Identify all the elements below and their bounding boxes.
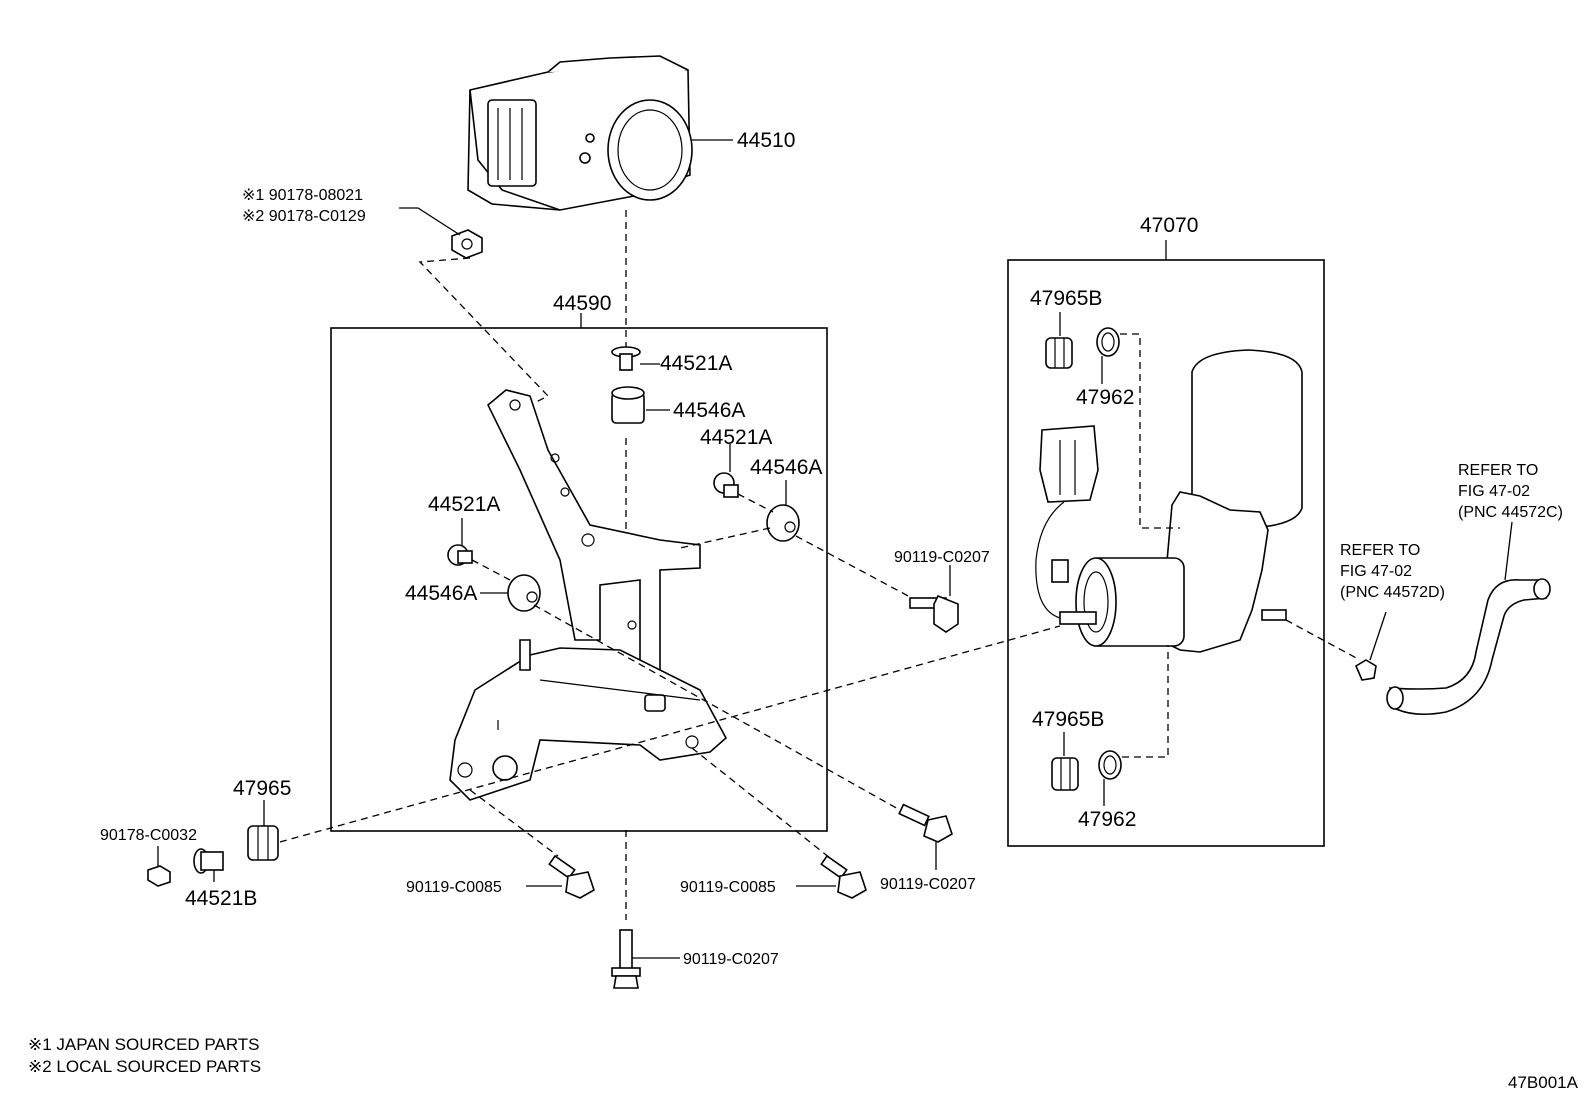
abs-actuator-part: [467, 55, 693, 211]
label-bolt-bottom-left: 90119-C0085: [406, 879, 502, 896]
figure-id: 47B001A: [1508, 1073, 1579, 1092]
label-refer-d-1: REFER TO: [1340, 542, 1420, 559]
label-bolt-mid-right: 90119-C0207: [894, 549, 990, 566]
nut-lower-part: [147, 865, 171, 887]
label-refer-d-3: (PNC 44572D): [1340, 584, 1445, 601]
label-pump-grommet-bottom: 47965B: [1032, 708, 1104, 731]
flange-nut-top-part: [451, 229, 483, 259]
pump-ring-top-part: [1096, 327, 1120, 357]
label-pump-grommet-top: 47965B: [1030, 287, 1102, 310]
grommet-top-part: [611, 386, 645, 424]
label-44590: 44590: [553, 292, 611, 315]
collar-right-part: [713, 472, 739, 498]
label-47070: 47070: [1140, 214, 1198, 237]
note-japan-sourced: ※1 JAPAN SOURCED PARTS: [28, 1035, 260, 1054]
grommet-right-part: [766, 504, 800, 542]
bolt-bottom-mid-part: [820, 854, 867, 899]
label-bolt-bottom-mid: 90119-C0085: [680, 879, 776, 896]
label-nut-japan: ※1 90178-08021: [242, 187, 363, 204]
bracket-part: [449, 389, 728, 801]
label-refer-c-2: FIG 47-02: [1458, 483, 1530, 500]
label-refer-c-1: REFER TO: [1458, 462, 1538, 479]
hose-clip-part: [1354, 659, 1377, 681]
collar-lower-part: [193, 848, 224, 874]
bracket-group-box: [330, 327, 828, 832]
label-grommet-right: 44546A: [750, 456, 822, 479]
pump-grommet-top-part: [1045, 337, 1073, 369]
pump-grommet-bottom-part: [1051, 757, 1079, 791]
collar-left-part: [447, 544, 473, 566]
label-bolt-bottom-right: 90119-C0207: [880, 876, 976, 893]
bolt-bottom-left-part: [548, 854, 595, 899]
label-44510: 44510: [737, 129, 795, 152]
label-collar-lower: 44521B: [185, 887, 257, 910]
bolt-bottom-center-part: [611, 929, 641, 989]
grommet-lower-part: [247, 825, 279, 861]
bolt-mid-right-part: [909, 594, 959, 633]
label-nut-local: ※2 90178-C0129: [242, 208, 366, 225]
collar-top-part: [611, 346, 641, 371]
label-grommet-top: 44546A: [673, 399, 745, 422]
pump-motor-part: [1035, 349, 1303, 653]
label-nut-lower: 90178-C0032: [100, 827, 197, 844]
note-local-sourced: ※2 LOCAL SOURCED PARTS: [28, 1057, 261, 1076]
label-collar-top: 44521A: [660, 352, 732, 375]
pump-ring-bottom-part: [1098, 750, 1122, 780]
label-pump-ring-top: 47962: [1076, 386, 1134, 409]
label-bolt-bottom-center: 90119-C0207: [683, 951, 779, 968]
label-grommet-left: 44546A: [405, 582, 477, 605]
hose-part: [1386, 578, 1551, 716]
label-refer-c-3: (PNC 44572C): [1458, 504, 1563, 521]
label-refer-d-2: FIG 47-02: [1340, 563, 1412, 580]
label-grommet-lower: 47965: [233, 777, 291, 800]
label-pump-ring-bottom: 47962: [1078, 808, 1136, 831]
label-collar-left: 44521A: [428, 493, 500, 516]
label-collar-right: 44521A: [700, 426, 772, 449]
bolt-bottom-right-part: [898, 803, 953, 843]
